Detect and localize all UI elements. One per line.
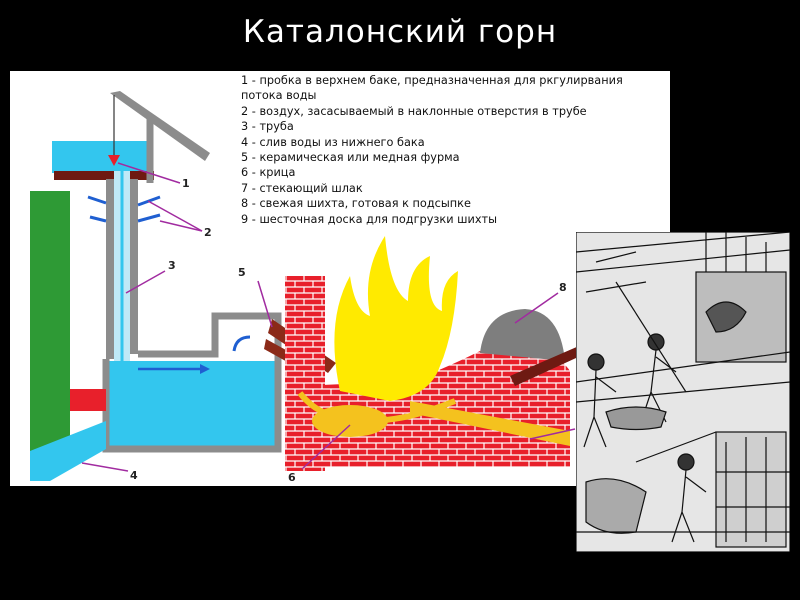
slag-channel xyxy=(410,401,570,446)
flame xyxy=(334,236,458,401)
chamber-wall xyxy=(138,312,282,361)
callout-4: 4 xyxy=(130,469,138,482)
legend-item-2: 2 - воздух, засасываемый в наклонные отв… xyxy=(241,104,587,118)
callout-8: 8 xyxy=(559,281,567,294)
furnace-diagram: 1 2 3 4 5 6 8 xyxy=(10,71,670,486)
slide-title: Каталонский горн xyxy=(242,14,558,50)
callout-2: 2 xyxy=(204,226,212,239)
callout-1: 1 xyxy=(182,177,190,190)
air-arrow xyxy=(87,195,107,205)
legend-item-1: 1 - пробка в верхнем баке, предназначенн… xyxy=(241,74,623,103)
legend-item-3: 3 - труба xyxy=(241,120,294,134)
plug xyxy=(108,155,120,166)
legend-item-6: 6 - крица xyxy=(241,166,296,180)
callout-6: 6 xyxy=(288,471,296,484)
drain-water xyxy=(30,421,106,481)
legend: 1 - пробка в верхнем баке, предназначенн… xyxy=(241,73,666,227)
upper-tank-wall xyxy=(54,171,154,180)
air-arrow xyxy=(89,215,107,223)
legend-item-9: 9 - шесточная доска для подгрузки шихты xyxy=(241,212,498,226)
bank-edge xyxy=(70,191,80,451)
flow-arrowhead xyxy=(200,364,210,374)
legend-item-8: 8 - свежая шихта, готовая к подсыпке xyxy=(241,197,471,211)
lower-tank xyxy=(106,361,278,449)
river-bank xyxy=(30,191,70,461)
engraving-illustration xyxy=(575,231,791,553)
legend-item-5: 5 - керамическая или медная фурма xyxy=(241,151,460,165)
tank-lid xyxy=(110,91,210,161)
air-flow-arrow xyxy=(232,335,251,352)
leader-lines xyxy=(81,162,576,472)
pipe-right-wall xyxy=(130,179,138,354)
historical-engraving xyxy=(575,231,791,553)
air-arrow xyxy=(137,213,161,223)
legend-item-7: 7 - стекающий шлак xyxy=(241,181,363,195)
furnace-base xyxy=(285,431,570,467)
legend-item-4: 4 - слив воды из нижнего бака xyxy=(241,135,425,149)
callout-3: 3 xyxy=(168,259,176,272)
charge-pile xyxy=(480,309,565,361)
pipe-left-wall xyxy=(106,179,114,359)
drain-plug xyxy=(70,389,106,411)
callout-5: 5 xyxy=(238,266,246,279)
furnace-schematic: 1 2 3 4 5 6 8 xyxy=(30,91,600,484)
